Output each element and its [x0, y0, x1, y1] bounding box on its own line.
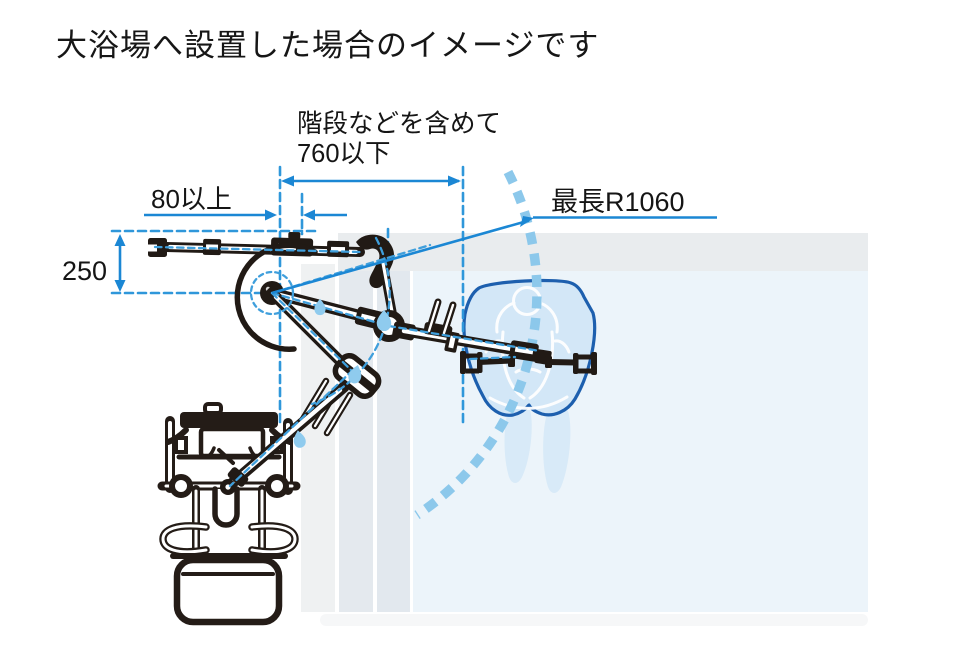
kinematic-centerlines	[153, 236, 542, 488]
bath-step-1	[301, 264, 335, 612]
dimension-80	[144, 209, 347, 221]
page-title: 大浴場へ設置した場合のイメージです	[56, 28, 599, 63]
label-clearance-note-line2: 760以下	[297, 140, 391, 168]
footrest	[173, 556, 283, 626]
water-drops	[293, 298, 392, 448]
bath-rim	[338, 233, 868, 271]
backrest-bar	[180, 412, 278, 428]
sling-clamp-left	[460, 351, 483, 374]
bath-shadow	[320, 614, 868, 626]
elbow-path-arc	[310, 236, 391, 406]
leg-silhouettes	[504, 402, 571, 493]
bath-step-2	[339, 271, 373, 612]
grip-prongs	[423, 298, 457, 338]
swing-radius-arc	[414, 169, 542, 519]
label-max-reach: 最長R1060	[551, 187, 685, 217]
label-pivot-height: 250	[62, 256, 107, 286]
spreader-bar	[460, 351, 597, 375]
dimension-r1060-leader	[271, 216, 717, 295]
rotation-arc	[234, 242, 318, 352]
arm-collar-2	[326, 240, 350, 258]
dimension-250	[114, 234, 126, 292]
pivot-circle	[249, 270, 295, 316]
label-clearance-note-line1: 階段などを含めて	[297, 110, 501, 138]
label-wall-gap: 80以上	[151, 184, 232, 214]
dimension-760	[281, 175, 461, 187]
shower-wheelchair	[157, 402, 301, 626]
dimension-lines	[114, 175, 717, 295]
seat-cutout	[212, 486, 240, 528]
arm-collar-1	[202, 238, 222, 256]
sling-clamp-right	[573, 352, 597, 375]
